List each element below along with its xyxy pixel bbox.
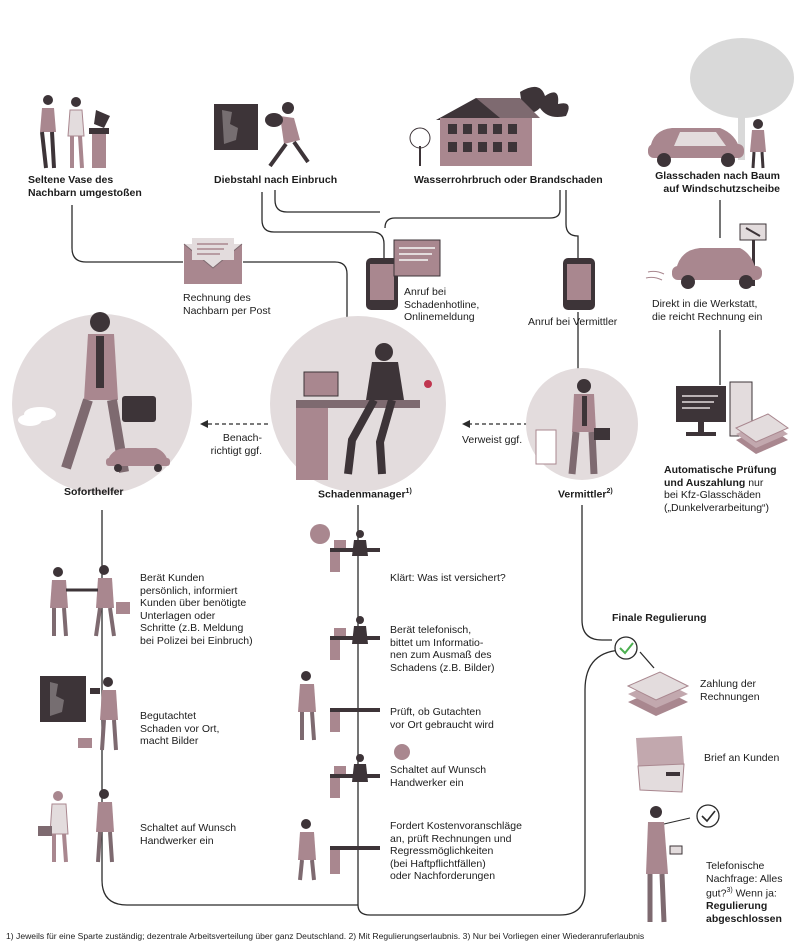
schadenmanager-footnote-mark: 1) — [405, 488, 412, 495]
desk-3 — [298, 671, 380, 741]
glass-damage-illustration — [648, 38, 794, 169]
craftsman-illustration — [38, 789, 114, 863]
vermittler-footnote-mark: 2) — [606, 488, 613, 495]
channel-hotline-label: Anruf bei Schadenhotline, Onlinemeldung — [404, 286, 480, 323]
theft-scene-illustration — [214, 102, 310, 168]
desk-5 — [298, 819, 380, 881]
event-theft-label: Diebstahl nach Einbruch — [214, 174, 338, 186]
vermittler-name: Vermittler — [558, 488, 607, 501]
desk-4 — [330, 744, 410, 798]
event-vase-label: Seltene Vase des Nachbarn umgestoßen — [28, 174, 142, 199]
line-water-hotline — [274, 190, 380, 213]
footnotes: 1) Jeweils für eine Sparte zuständig; de… — [6, 931, 645, 941]
vase-scene-illustration — [40, 95, 110, 169]
schadenmanager-circle — [270, 316, 446, 492]
document-stack-icon — [734, 413, 790, 454]
line-water-hotline2 — [384, 190, 561, 229]
workshop-car-illustration — [645, 223, 767, 289]
final-call-tail: Wenn ja: — [732, 887, 777, 900]
final-check-icon — [614, 636, 638, 660]
schadenmanager-name: Schadenmanager — [318, 488, 406, 501]
channel-broker-call-label: Anruf bei Vermittler — [528, 316, 618, 328]
payment-stack-icon — [626, 671, 690, 716]
manager-step-phone-advice: Berät telefonisch, bittet um Informatio-… — [390, 624, 495, 674]
soforthelfer-step-inspect: Begutachtet Schaden vor Ort, macht Bilde… — [140, 710, 220, 747]
soforthelfer-step-advise: Berät Kunden persönlich, informiert Kund… — [140, 572, 253, 647]
arrowhead-left-1 — [200, 420, 208, 428]
final-letter-label: Brief an Kunden — [704, 752, 780, 764]
line-vase-envelope — [71, 205, 183, 263]
manager-step-craftsman: Schaltet auf Wunsch Handwerker ein — [390, 764, 487, 789]
final-done-label: Regulierung abgeschlossen — [706, 900, 782, 925]
arrowhead-left-2 — [462, 420, 470, 428]
line-envelope-hotline — [243, 261, 348, 320]
role-schadenmanager-label: Schadenmanager1) — [318, 486, 412, 501]
role-soforthelfer-label: Soforthelfer — [64, 486, 124, 498]
soforthelfer-circle — [12, 312, 192, 494]
auto-processing-title: Automatische Prüfung und Auszahlung — [664, 464, 777, 489]
soforthelfer-step-craftsman: Schaltet auf Wunsch Handwerker ein — [140, 822, 237, 847]
line-broker-final — [581, 505, 612, 641]
final-regulation-title: Finale Regulierung — [612, 612, 707, 624]
computer-illustration — [676, 381, 790, 454]
final-payment-label: Zahlung der Rechnungen — [700, 678, 760, 703]
channel-workshop-label: Direkt in die Werkstatt, die reicht Rech… — [652, 298, 763, 323]
line-final-column — [639, 651, 655, 669]
handshake-illustration — [50, 565, 130, 637]
photograph-damage-illustration — [40, 676, 118, 751]
envelope-icon — [183, 238, 243, 284]
role-vermittler-label: Vermittler2) — [558, 486, 613, 501]
final-call-text: Telefonische Nachfrage: Alles gut? — [706, 860, 783, 900]
customer-phone-illustration — [646, 804, 720, 923]
auto-processing-label: Automatische Prüfung und Auszahlung nur … — [664, 464, 800, 514]
arrow-verweist-label: Verweist ggf. — [462, 434, 523, 446]
letter-icon — [636, 736, 685, 793]
desk-1 — [310, 524, 380, 572]
final-call-label: Telefonische Nachfrage: Alles gut?3) Wen… — [706, 860, 798, 925]
broker-phone-icon — [563, 258, 595, 310]
vermittler-circle — [526, 368, 638, 480]
final-call-footnote-mark: 3) — [726, 887, 733, 894]
line-soforthelfer-column — [101, 510, 358, 906]
manager-step-coverage: Klärt: Was ist versichert? — [390, 572, 506, 584]
connector-lines — [71, 190, 721, 916]
house-fire-illustration — [409, 86, 569, 166]
arrow-benachrichtigt-label: Benach- richtigt ggf. — [210, 432, 262, 457]
manager-desk-icons — [298, 524, 410, 881]
channel-mail-label: Rechnung des Nachbarn per Post — [183, 292, 271, 317]
line-water-broker — [565, 190, 579, 258]
hotline-phone-icon — [366, 239, 441, 310]
event-glass-label: Glasschaden nach Baum auf Windschutzsche… — [655, 170, 780, 195]
event-water-fire-label: Wasserrohrbruch oder Brandschaden — [414, 174, 603, 186]
line-manager-final — [357, 649, 626, 916]
line-theft-hotline — [261, 192, 385, 258]
manager-step-estimates: Fordert Kostenvoranschläge an, prüft Rec… — [390, 820, 522, 882]
auto-processing-detail: nur bei Kfz-Glasschäden („Dunkelverarbei… — [664, 476, 770, 514]
manager-step-expert-check: Prüft, ob Gutachten vor Ort gebraucht wi… — [390, 706, 494, 731]
desk-2 — [330, 616, 380, 660]
